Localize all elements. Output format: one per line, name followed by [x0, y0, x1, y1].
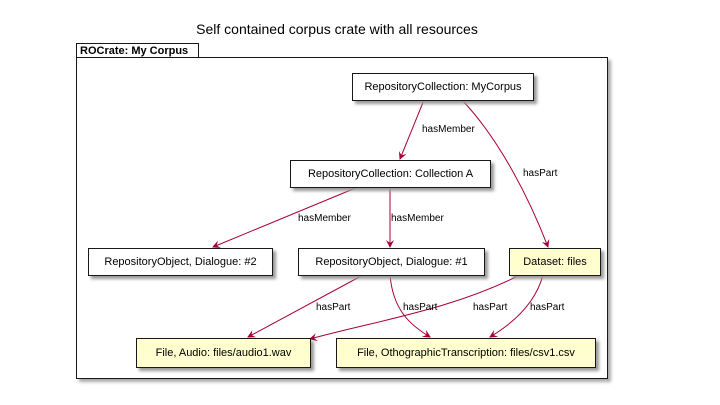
node-dataset-files: Dataset: files — [509, 248, 601, 276]
edge-mycorpus-colla — [398, 99, 425, 160]
edge-label: hasPart — [316, 302, 351, 313]
edge-colla-dialogue2 — [212, 186, 359, 249]
edge-label: hasPart — [403, 302, 438, 313]
edge-dataset-audio — [309, 274, 521, 342]
edge-label: hasMember — [422, 124, 475, 135]
edge-dialogue1-csv — [389, 274, 431, 338]
edge-label: hasPart — [473, 302, 508, 313]
edge-dialogue1-audio — [247, 274, 364, 338]
node-collection-a: RepositoryCollection: Collection A — [290, 160, 491, 188]
edge-dataset-csv — [489, 274, 544, 338]
node-dialogue-2: RepositoryObject, Dialogue: #2 — [88, 248, 273, 276]
edge-label: hasPart — [530, 302, 565, 313]
edge-label: hasMember — [298, 213, 351, 224]
edge-label: hasPart — [523, 168, 558, 179]
node-dialogue-1: RepositoryObject, Dialogue: #1 — [298, 248, 485, 276]
edge-label: hasMember — [391, 213, 444, 224]
package-tab: ROCrate: My Corpus — [76, 43, 199, 58]
node-file-csv: File, OthographicTranscription: files/cs… — [336, 338, 596, 368]
edge-mycorpus-dataset — [461, 99, 550, 248]
package-frame — [76, 57, 608, 379]
node-file-audio: File, Audio: files/audio1.wav — [136, 338, 311, 368]
node-mycorpus: RepositoryCollection: MyCorpus — [352, 73, 534, 101]
diagram-title: Self contained corpus crate with all res… — [196, 21, 478, 37]
